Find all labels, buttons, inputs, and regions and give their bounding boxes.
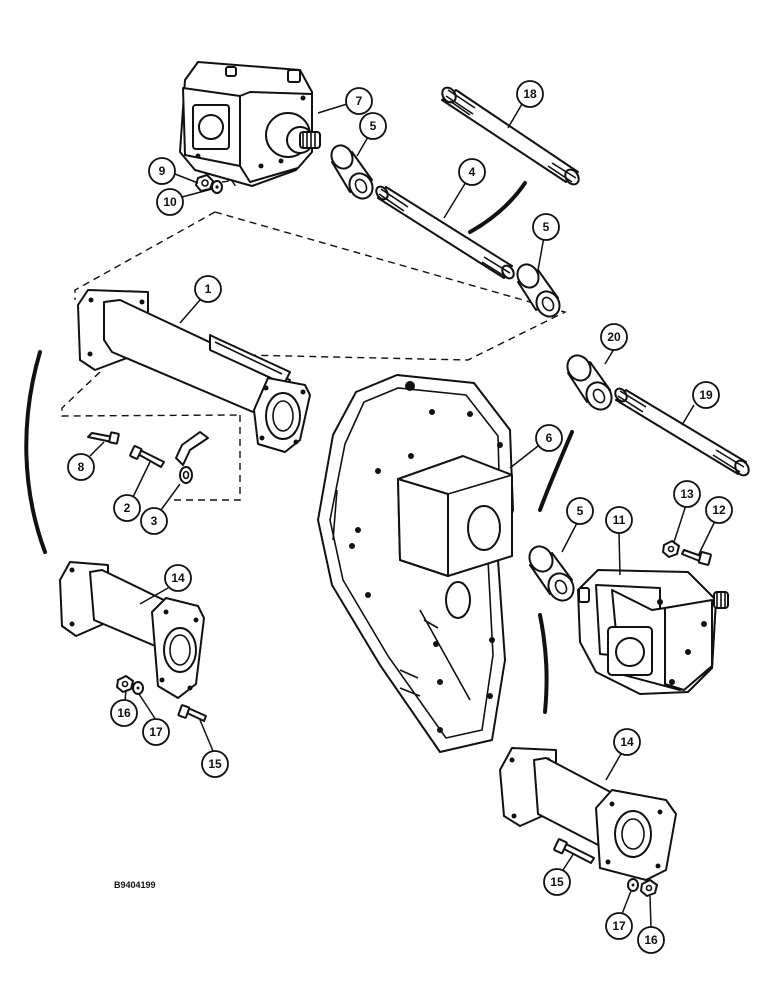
callout-15-right-label: 15 [550, 875, 564, 889]
callout-15-right: 15 [543, 868, 571, 896]
callout-15-left: 15 [201, 750, 229, 778]
callout-5-upper-label: 5 [370, 119, 377, 133]
callout-1: 1 [194, 275, 222, 303]
spacer-14-right [499, 747, 677, 881]
callout-17-left-label: 17 [149, 725, 163, 739]
bushing-20 [566, 354, 613, 411]
callout-6: 6 [535, 424, 563, 452]
callout-12: 12 [705, 496, 733, 524]
callout-14-left-label: 14 [171, 571, 185, 585]
housing-bolts [349, 381, 503, 733]
callout-2: 2 [113, 494, 141, 522]
gearbox-11 [577, 569, 729, 695]
nut-16-left [116, 675, 134, 693]
callout-19: 19 [692, 381, 720, 409]
assembly-line-top [61, 169, 567, 501]
callout-10: 10 [156, 188, 184, 216]
shaft-18 [441, 86, 580, 186]
callout-19-label: 19 [699, 388, 713, 402]
callout-14-right: 14 [613, 728, 641, 756]
washer-17-right [627, 878, 639, 892]
shaft-4 [375, 185, 515, 280]
callout-2-label: 2 [124, 501, 131, 515]
callout-15-left-label: 15 [208, 757, 222, 771]
callout-8: 8 [67, 453, 95, 481]
assembly-arc-right [538, 430, 574, 512]
bolt-12 [681, 549, 712, 566]
callout-14-left: 14 [164, 564, 192, 592]
callout-16-right-label: 16 [644, 933, 658, 947]
assembly-arc-left [24, 350, 47, 554]
callout-5-middle-label: 5 [543, 220, 550, 234]
washer-10 [211, 180, 223, 194]
callout-5-lower-label: 5 [577, 504, 584, 518]
washer-17-left [132, 681, 144, 695]
callout-9: 9 [148, 157, 176, 185]
nut-13 [662, 540, 680, 558]
callout-7: 7 [345, 87, 373, 115]
callout-16-left: 16 [110, 699, 138, 727]
callout-20-label: 20 [607, 330, 621, 344]
callout-16-right: 16 [637, 926, 665, 954]
gear-housing-6 [317, 374, 514, 753]
callout-17-right: 17 [605, 912, 633, 940]
assembly-arc-lower-right [538, 613, 549, 714]
callout-4: 4 [458, 158, 486, 186]
callout-6-label: 6 [546, 431, 553, 445]
callout-14-right-label: 14 [620, 735, 634, 749]
callout-3: 3 [140, 507, 168, 535]
nut-9 [195, 174, 214, 192]
callout-16-left-label: 16 [117, 706, 131, 720]
callout-13-label: 13 [680, 487, 694, 501]
spacer-14-left [59, 561, 205, 699]
callout-8-label: 8 [78, 460, 85, 474]
callout-18-label: 18 [523, 87, 537, 101]
gearbox-7 [179, 61, 321, 187]
callout-7-label: 7 [356, 94, 363, 108]
bolt-8 [87, 431, 120, 445]
figure-reference: B9404199 [114, 880, 156, 890]
assembly-arc-shaft-4 [468, 181, 527, 234]
tube-1 [77, 289, 311, 466]
callout-11: 11 [605, 506, 633, 534]
callout-3-label: 3 [151, 514, 158, 528]
callout-20: 20 [600, 323, 628, 351]
leader-lines [89, 103, 716, 928]
callout-9-label: 9 [159, 164, 166, 178]
callout-4-label: 4 [469, 165, 476, 179]
callout-12-label: 12 [712, 503, 726, 517]
callout-17-left: 17 [142, 718, 170, 746]
bushing-5-middle [516, 263, 561, 318]
washer-3 [179, 466, 193, 484]
bolt-15-left [177, 704, 207, 722]
shaft-19 [614, 387, 750, 477]
callout-1-label: 1 [205, 282, 212, 296]
bolt-15-right [553, 838, 595, 864]
callout-5-middle: 5 [532, 213, 560, 241]
callout-5-lower: 5 [566, 497, 594, 525]
bushing-5-lower [528, 545, 575, 602]
callout-11-label: 11 [613, 513, 626, 527]
bushing-5-upper [330, 144, 374, 200]
callout-17-right-label: 17 [612, 919, 626, 933]
callout-18: 18 [516, 80, 544, 108]
callout-5-upper: 5 [359, 112, 387, 140]
callout-13: 13 [673, 480, 701, 508]
nut-16-right [640, 879, 658, 897]
bolt-2 [129, 445, 165, 468]
callout-10-label: 10 [163, 195, 177, 209]
